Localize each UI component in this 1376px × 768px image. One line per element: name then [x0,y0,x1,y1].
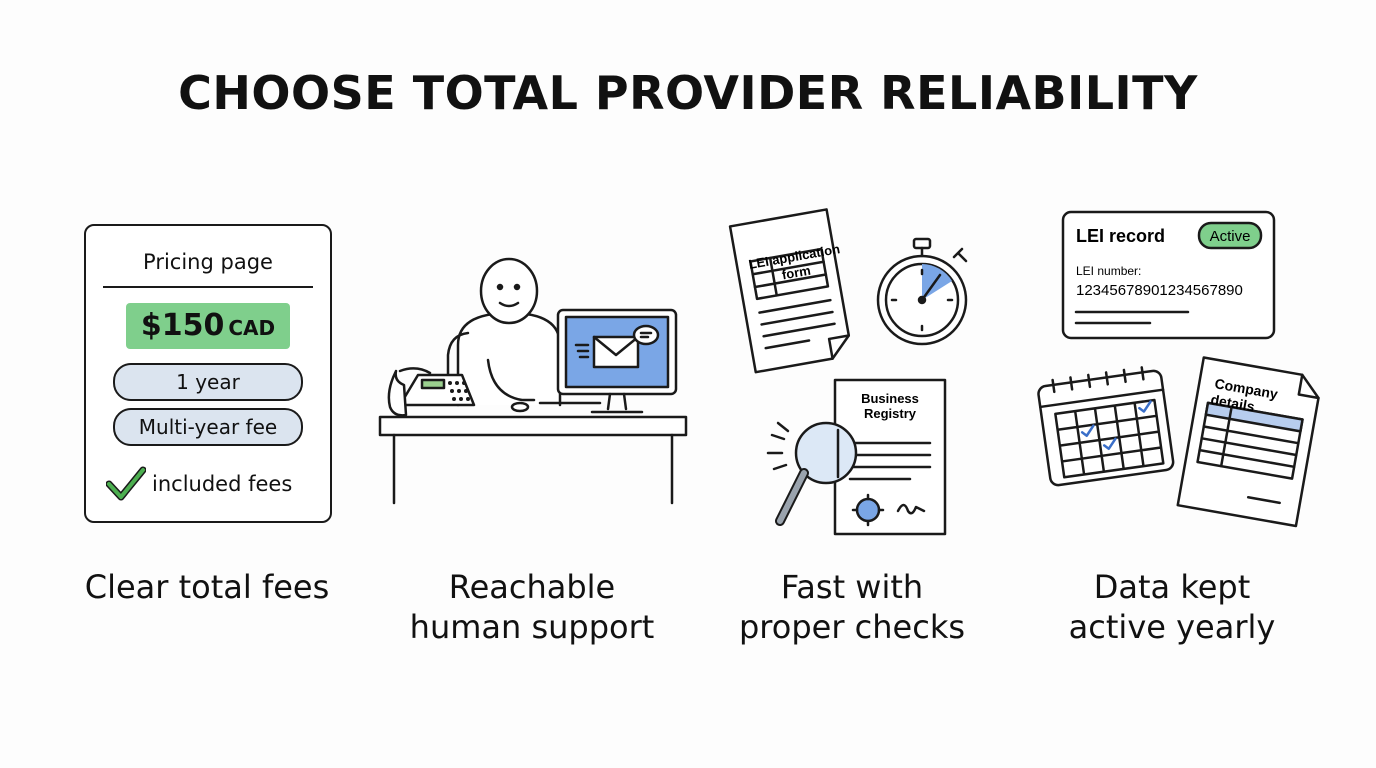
included-fees-label: included fees [152,472,293,496]
company-details-title: details [1209,391,1256,414]
included-fees-row: included fees [106,466,292,502]
checks-illustration: LEI application form Business Registry [728,208,968,536]
caption-line: active yearly [1068,608,1276,646]
desk-icon [378,415,688,505]
data-illustration: LEI record Active LEI number: 1234567890… [1037,210,1320,528]
lei-number-value: 12345678901234567890 [1076,282,1243,299]
status-badge: Active [1210,228,1251,245]
computer-monitor-icon [556,308,678,414]
pricing-card-heading: Pricing page [143,250,273,274]
stopwatch-icon [876,237,968,346]
desk-phone-icon [387,367,476,417]
page-title: CHOOSE TOTAL PROVIDER RELIABILITY [178,66,1198,120]
application-form-icon [728,208,851,374]
caption-clear-fees: Clear total fees [35,567,379,607]
panel-active-data: LEI record Active LEI number: 1234567890… [1000,195,1344,665]
caption-human-support: Reachable human support [360,567,704,647]
caption-line: Data kept [1093,568,1251,606]
caption-line: human support [409,608,655,646]
caption-active-data: Data kept active yearly [1000,567,1344,647]
caption-line: Clear total fees [84,568,330,606]
registry-title-line: Registry [864,406,917,421]
calendar-icon [1037,366,1175,487]
option-multi-year: Multi-year fee [113,408,303,446]
company-details-icon [1176,356,1320,528]
caption-line: Reachable [448,568,616,606]
magnifying-glass-icon [766,421,858,526]
panel-proper-checks: LEI application form Business Registry F… [680,195,1024,665]
checkmark-icon [106,466,146,501]
caption-line: Fast with [780,568,924,606]
option-one-year: 1 year [113,363,303,401]
lei-record-title: LEI record [1076,226,1165,246]
form-title-line: form [781,263,812,283]
registry-title-line: Business [861,391,919,406]
caption-line: proper checks [738,608,966,646]
price-currency: CAD [228,316,276,340]
lei-number-label: LEI number: [1076,264,1141,278]
price-amount: $150 [140,308,225,343]
panel-human-support: Reachable human support [360,195,704,665]
person-icon [446,257,562,407]
business-registry-icon [833,378,947,536]
pricing-card-divider [103,286,313,288]
caption-proper-checks: Fast with proper checks [680,567,1024,647]
support-illustration [378,257,688,505]
